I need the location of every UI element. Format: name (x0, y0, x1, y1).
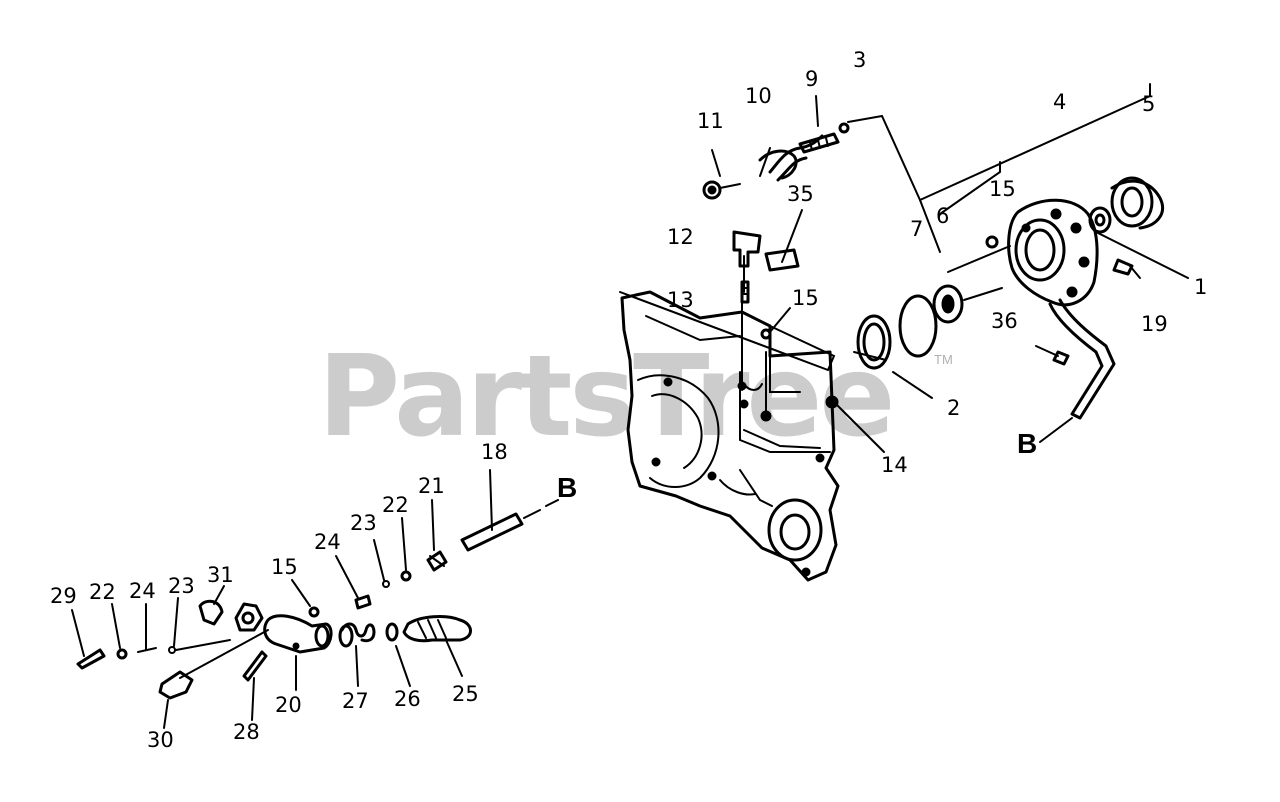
callout-b-rod: B (557, 472, 578, 503)
callout-6: 6 (936, 204, 950, 228)
leader-lines-lower (71, 469, 493, 729)
leader-lines-upper (619, 83, 1189, 453)
callout-25: 25 (452, 682, 479, 706)
callout-2: 2 (947, 396, 961, 420)
callout-10: 10 (745, 84, 772, 108)
callout-19: 19 (1141, 312, 1168, 336)
callout-15-upper: 15 (989, 177, 1016, 201)
callout-23-upper: 23 (350, 511, 377, 535)
callout-b-pump-line: B (1017, 428, 1038, 459)
callout-20: 20 (275, 693, 302, 717)
lower-linkage-assembly (76, 499, 559, 700)
callout-14: 14 (881, 453, 908, 477)
callout-5: 5 (1142, 92, 1156, 116)
valve-handle-assembly (702, 132, 840, 422)
callout-7: 7 (910, 217, 924, 241)
callout-21: 21 (418, 474, 445, 498)
callout-22-upper: 22 (382, 493, 409, 517)
callout-27: 27 (342, 689, 369, 713)
callout-30: 30 (147, 728, 174, 752)
callout-35: 35 (787, 182, 814, 206)
callout-24-lower: 24 (129, 579, 156, 603)
callout-26: 26 (394, 687, 421, 711)
callout-18: 18 (481, 440, 508, 464)
callout-4: 4 (1053, 90, 1067, 114)
callout-36: 36 (991, 309, 1018, 333)
callout-12: 12 (667, 225, 694, 249)
callout-28: 28 (233, 720, 260, 744)
callout-13: 13 (667, 288, 694, 312)
watermark-trademark: TM (934, 352, 953, 367)
callout-23-lower: 23 (168, 574, 195, 598)
callout-9: 9 (805, 67, 819, 91)
callout-3: 3 (853, 48, 867, 72)
callout-22-lower: 22 (89, 580, 116, 604)
callout-15-lower: 15 (271, 555, 298, 579)
callout-1: 1 (1194, 275, 1208, 299)
callout-15-mid: 15 (792, 286, 819, 310)
gear-case-housing (620, 290, 840, 582)
callout-11: 11 (697, 109, 724, 133)
callout-29: 29 (50, 584, 77, 608)
callout-24-upper: 24 (314, 530, 341, 554)
callout-31: 31 (207, 563, 234, 587)
pump-assembly (760, 122, 1164, 420)
